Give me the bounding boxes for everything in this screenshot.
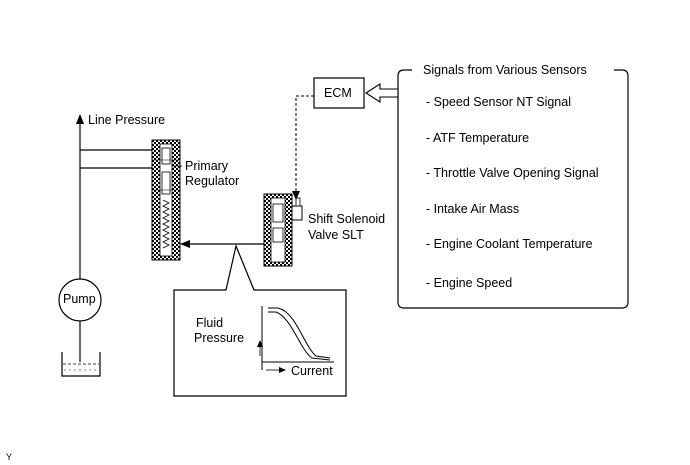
ecm-box bbox=[313, 77, 365, 109]
fluid-label-2: Pressure bbox=[194, 331, 245, 345]
ecm-control-dashed-line bbox=[295, 95, 314, 194]
corner-mark: Y bbox=[6, 452, 13, 462]
ecm-control-arrow bbox=[292, 191, 300, 200]
pump-circle bbox=[58, 278, 102, 322]
slt-output-arrow bbox=[180, 240, 190, 248]
ecm-label: ECM bbox=[324, 86, 352, 100]
line-pressure-arrow bbox=[76, 114, 84, 124]
line-pressure-label: Line Pressure bbox=[88, 113, 166, 127]
sensor-item: - Engine Speed bbox=[426, 276, 513, 290]
characteristic-graph bbox=[257, 306, 334, 373]
solenoid-label-2: Valve SLT bbox=[308, 228, 364, 242]
shift-solenoid-valve bbox=[263, 193, 303, 267]
fluid-reservoir bbox=[61, 352, 101, 377]
sensor-item: - Engine Coolant Temperature bbox=[426, 237, 593, 251]
sensors-title: Signals from Various Sensors bbox=[420, 63, 590, 78]
sensor-item: - Intake Air Mass bbox=[426, 202, 520, 216]
line-pressure-line bbox=[79, 122, 152, 362]
sensor-item: - ATF Temperature bbox=[426, 131, 530, 145]
current-label: Current bbox=[291, 364, 333, 378]
primary-regulator-valve bbox=[151, 139, 181, 261]
sensor-item: - Throttle Valve Opening Signal bbox=[426, 166, 599, 180]
pump-label: Pump bbox=[63, 292, 96, 306]
primary-regulator-label-1: Primary bbox=[185, 159, 229, 173]
fluid-pressure-callout bbox=[173, 244, 347, 397]
solenoid-label-1: Shift Solenoid bbox=[308, 212, 386, 226]
primary-regulator-label-2: Regulator bbox=[185, 174, 240, 188]
sensor-item: - Speed Sensor NT Signal bbox=[426, 95, 571, 109]
sensors-box bbox=[397, 69, 629, 309]
sensors-to-ecm-arrow bbox=[364, 82, 399, 104]
fluid-label-1: Fluid bbox=[196, 316, 224, 330]
